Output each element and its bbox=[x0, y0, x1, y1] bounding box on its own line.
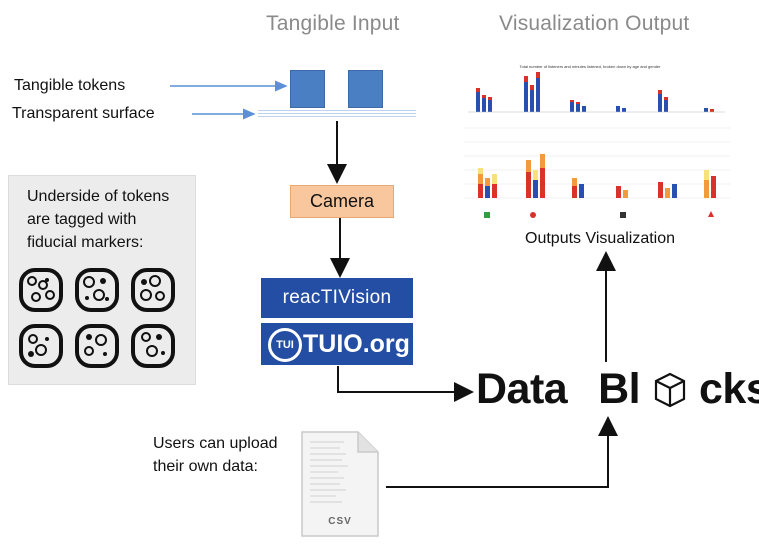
visualization-thumbnail: Total number of listeners and minutes li… bbox=[440, 60, 740, 230]
label-tangible-tokens: Tangible tokens bbox=[14, 77, 126, 94]
fiducial-marker-icon bbox=[75, 324, 119, 368]
tuio-to-datablocks-arrow bbox=[337, 366, 474, 402]
csv-file-shape bbox=[301, 431, 379, 537]
viz-category-icons bbox=[484, 211, 714, 218]
csv-label: CSV bbox=[328, 516, 352, 527]
viz-stacked-bars bbox=[478, 154, 716, 198]
tangible-token-2 bbox=[348, 70, 383, 108]
datablocks-logo: Data Bl cks bbox=[476, 365, 759, 414]
reactivision-logo: reacTIVision bbox=[261, 278, 413, 318]
tuio-logo: TUI TUIO.org bbox=[261, 323, 413, 365]
viz-top-bars bbox=[468, 72, 725, 113]
cube-icon bbox=[654, 372, 685, 408]
csv-file-icon: CSV bbox=[300, 430, 380, 540]
fiducial-marker-icon bbox=[19, 268, 63, 312]
datablocks-text-bl: Bl bbox=[598, 365, 641, 413]
upload-text-line2: their own data: bbox=[153, 458, 258, 475]
csv-to-datablocks-arrow bbox=[386, 416, 618, 488]
tuio-logo-text: TUI bbox=[276, 339, 294, 351]
fiducial-panel: Underside of tokens are tagged with fidu… bbox=[8, 175, 196, 385]
outputs-visualization-label: Outputs Visualization bbox=[525, 230, 676, 247]
transparent-surface bbox=[258, 110, 416, 119]
fiducial-marker-icon bbox=[131, 324, 175, 368]
viz-bars bbox=[464, 72, 730, 218]
header-tangible-input: Tangible Input bbox=[266, 12, 400, 35]
viz-title: Total number of listeners and minutes li… bbox=[519, 64, 661, 69]
tuio-text: TUIO.org bbox=[303, 330, 410, 358]
upload-text-line1: Users can upload bbox=[153, 435, 278, 452]
datablocks-text-cks: cks bbox=[699, 365, 759, 413]
fiducial-text-line2: are tagged with bbox=[27, 211, 137, 228]
viz-gridlines bbox=[464, 127, 730, 199]
fiducial-marker-icon bbox=[131, 268, 175, 312]
tuio-circle-icon: TUI bbox=[268, 328, 302, 362]
fiducial-text-line1: Underside of tokens bbox=[27, 188, 170, 205]
datablocks-text-data: Data bbox=[476, 365, 568, 413]
fiducial-text-line3: fiducial markers: bbox=[27, 234, 144, 251]
fiducial-marker-icon bbox=[19, 324, 63, 368]
fiducial-marker-icon bbox=[75, 268, 119, 312]
tangible-token-1 bbox=[290, 70, 325, 108]
camera-box: Camera bbox=[290, 185, 394, 218]
header-visualization-output: Visualization Output bbox=[499, 12, 690, 35]
fiducial-markers bbox=[19, 268, 175, 368]
label-transparent-surface: Transparent surface bbox=[12, 105, 155, 122]
